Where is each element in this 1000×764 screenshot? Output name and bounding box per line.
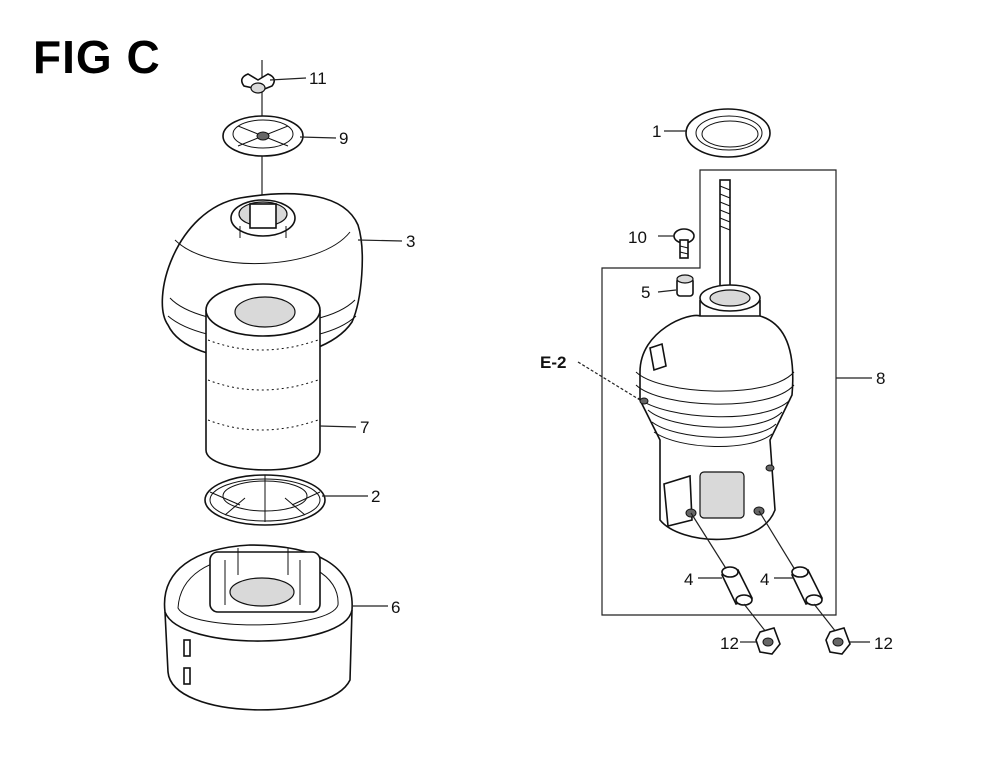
callout-4a: 4 (684, 570, 693, 589)
figure-title: FIG C (33, 31, 161, 83)
leader-e2 (577, 361, 641, 401)
callout-12b: 12 (874, 634, 893, 653)
part-10-bolt (673, 228, 695, 259)
ref-e2: E-2 (540, 353, 566, 372)
part-11-wing-nut (240, 73, 276, 94)
callout-4b: 4 (760, 570, 769, 589)
leader-pin-nut-left (743, 603, 767, 633)
callout-12a: 12 (720, 634, 739, 653)
elbow-body (635, 284, 795, 541)
assembly-bracket-8 (601, 169, 837, 616)
part-12-nut-right (825, 627, 851, 655)
part-6-air-cleaner-case (163, 544, 353, 711)
leader-11 (269, 77, 307, 81)
callout-3: 3 (406, 232, 415, 251)
part-2-filter-grid (204, 474, 326, 526)
callout-11: 11 (309, 69, 327, 88)
part-4-pin-right (790, 566, 824, 606)
callout-5: 5 (641, 283, 650, 302)
callout-9: 9 (339, 129, 348, 148)
leader-9 (299, 136, 337, 139)
part-12-nut-left (755, 627, 781, 655)
part-7-foam-filter (205, 283, 321, 471)
callout-8: 8 (876, 369, 885, 388)
leader-7 (319, 425, 357, 428)
callout-7: 7 (360, 418, 369, 437)
callout-2: 2 (371, 487, 380, 506)
leader-5 (657, 289, 677, 293)
leader-3 (357, 239, 403, 242)
part-5-collar (676, 274, 694, 297)
part-4-pin-left (720, 566, 754, 606)
leader-body-pin-right (758, 510, 801, 579)
part-9-washer-plate (222, 115, 304, 157)
callout-1: 1 (652, 122, 661, 141)
callout-10: 10 (628, 228, 647, 247)
callout-6: 6 (391, 598, 400, 617)
leader-pin-nut-right (813, 603, 837, 633)
part-1-seal-ring (685, 108, 771, 158)
